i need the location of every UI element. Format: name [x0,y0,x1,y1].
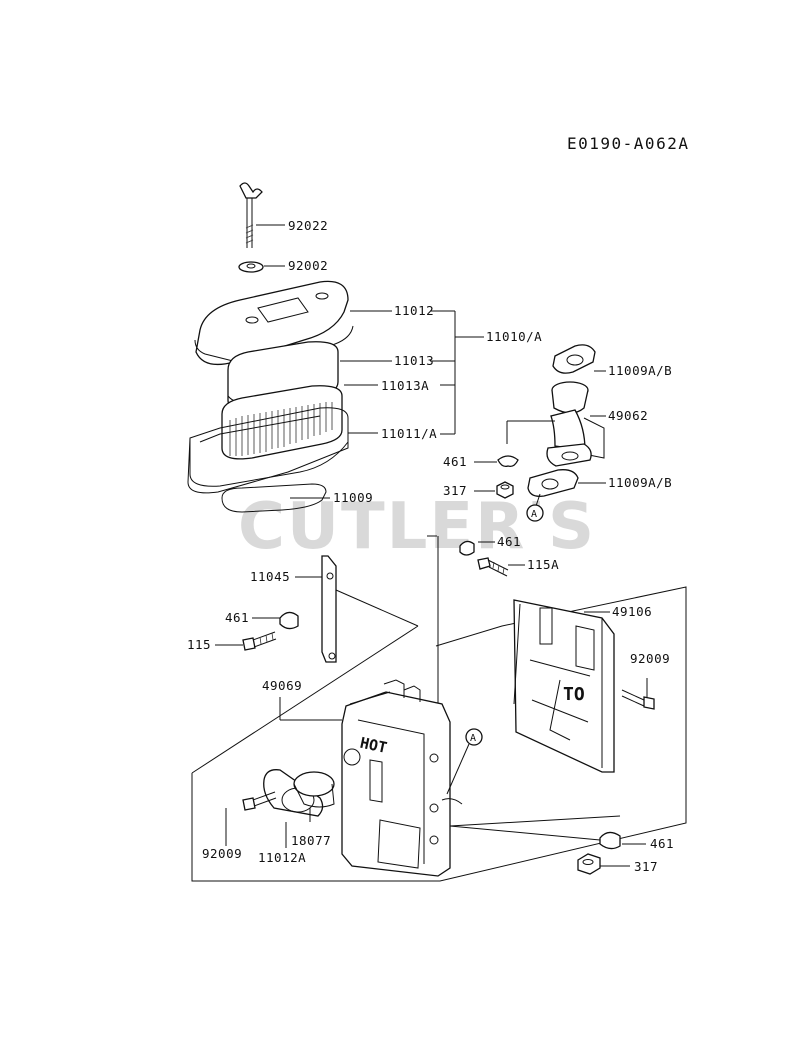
label-317-d: 317 [634,859,658,874]
lock-washer-461-d [449,815,646,850]
label-92009-left: 92009 [202,846,242,861]
label-11012A: 11012A [258,850,306,865]
callout-a-top: A [526,493,544,522]
label-461-a: 461 [443,454,467,469]
label-11012: 11012 [394,303,434,318]
gasket-11009 [221,483,330,513]
gasket-11009AB-bottom [527,469,606,497]
lock-washer-461-b [459,540,495,556]
bolt-92009-right [621,678,655,710]
label-49062: 49062 [608,408,648,423]
label-49069: 49069 [262,678,302,693]
wing-bolt-92022 [239,182,285,248]
elbow-pipe-49062 [506,381,606,467]
bracket-11045 [295,555,419,663]
bolt-92009-left [225,791,277,846]
label-317-a: 317 [443,483,467,498]
filter-element-11013A [221,384,378,460]
label-461-c: 461 [225,610,249,625]
nut-317-a [474,481,514,499]
label-11009: 11009 [333,490,373,505]
washer-92002 [238,261,285,273]
label-11013A: 11013A [381,378,429,393]
label-92009-right: 92009 [630,651,670,666]
lock-washer-461-c [252,611,299,630]
watermark: CUTLER'S [238,490,596,564]
air-cleaner-base-11011A [187,407,378,494]
label-461-d: 461 [650,836,674,851]
gasket-11009AB-top [552,344,606,374]
callout-a-top-letter: A [531,509,537,520]
label-92022: 92022 [288,218,328,233]
label-115A: 115A [527,557,559,572]
heat-shield-49106: TO [513,599,615,773]
label-11009AB-bottom: 11009A/B [608,475,672,490]
gasket-18077 [293,771,335,822]
lock-washer-461-a [474,455,519,468]
diagram-code: E0190-A062A [567,134,689,153]
label-92002: 92002 [288,258,328,273]
label-115: 115 [187,637,211,652]
callout-a-bottom: A [441,728,483,805]
muffler-49069: HOT [279,679,451,877]
label-461-b: 461 [497,534,521,549]
bracket-11010A [430,310,484,435]
stamp-to: TO [563,684,585,705]
label-11010A: 11010/A [486,329,542,344]
nut-317-d [577,853,630,875]
label-11011A: 11011/A [381,426,437,441]
label-11009AB-top: 11009A/B [608,363,672,378]
stamp-hot: HOT [358,734,388,757]
bolt-115 [215,631,277,651]
callout-a-bottom-letter: A [470,733,476,744]
label-49106: 49106 [612,604,652,619]
label-11013: 11013 [394,353,434,368]
bolt-115A [477,557,525,577]
label-11045: 11045 [250,569,290,584]
label-18077: 18077 [291,833,331,848]
